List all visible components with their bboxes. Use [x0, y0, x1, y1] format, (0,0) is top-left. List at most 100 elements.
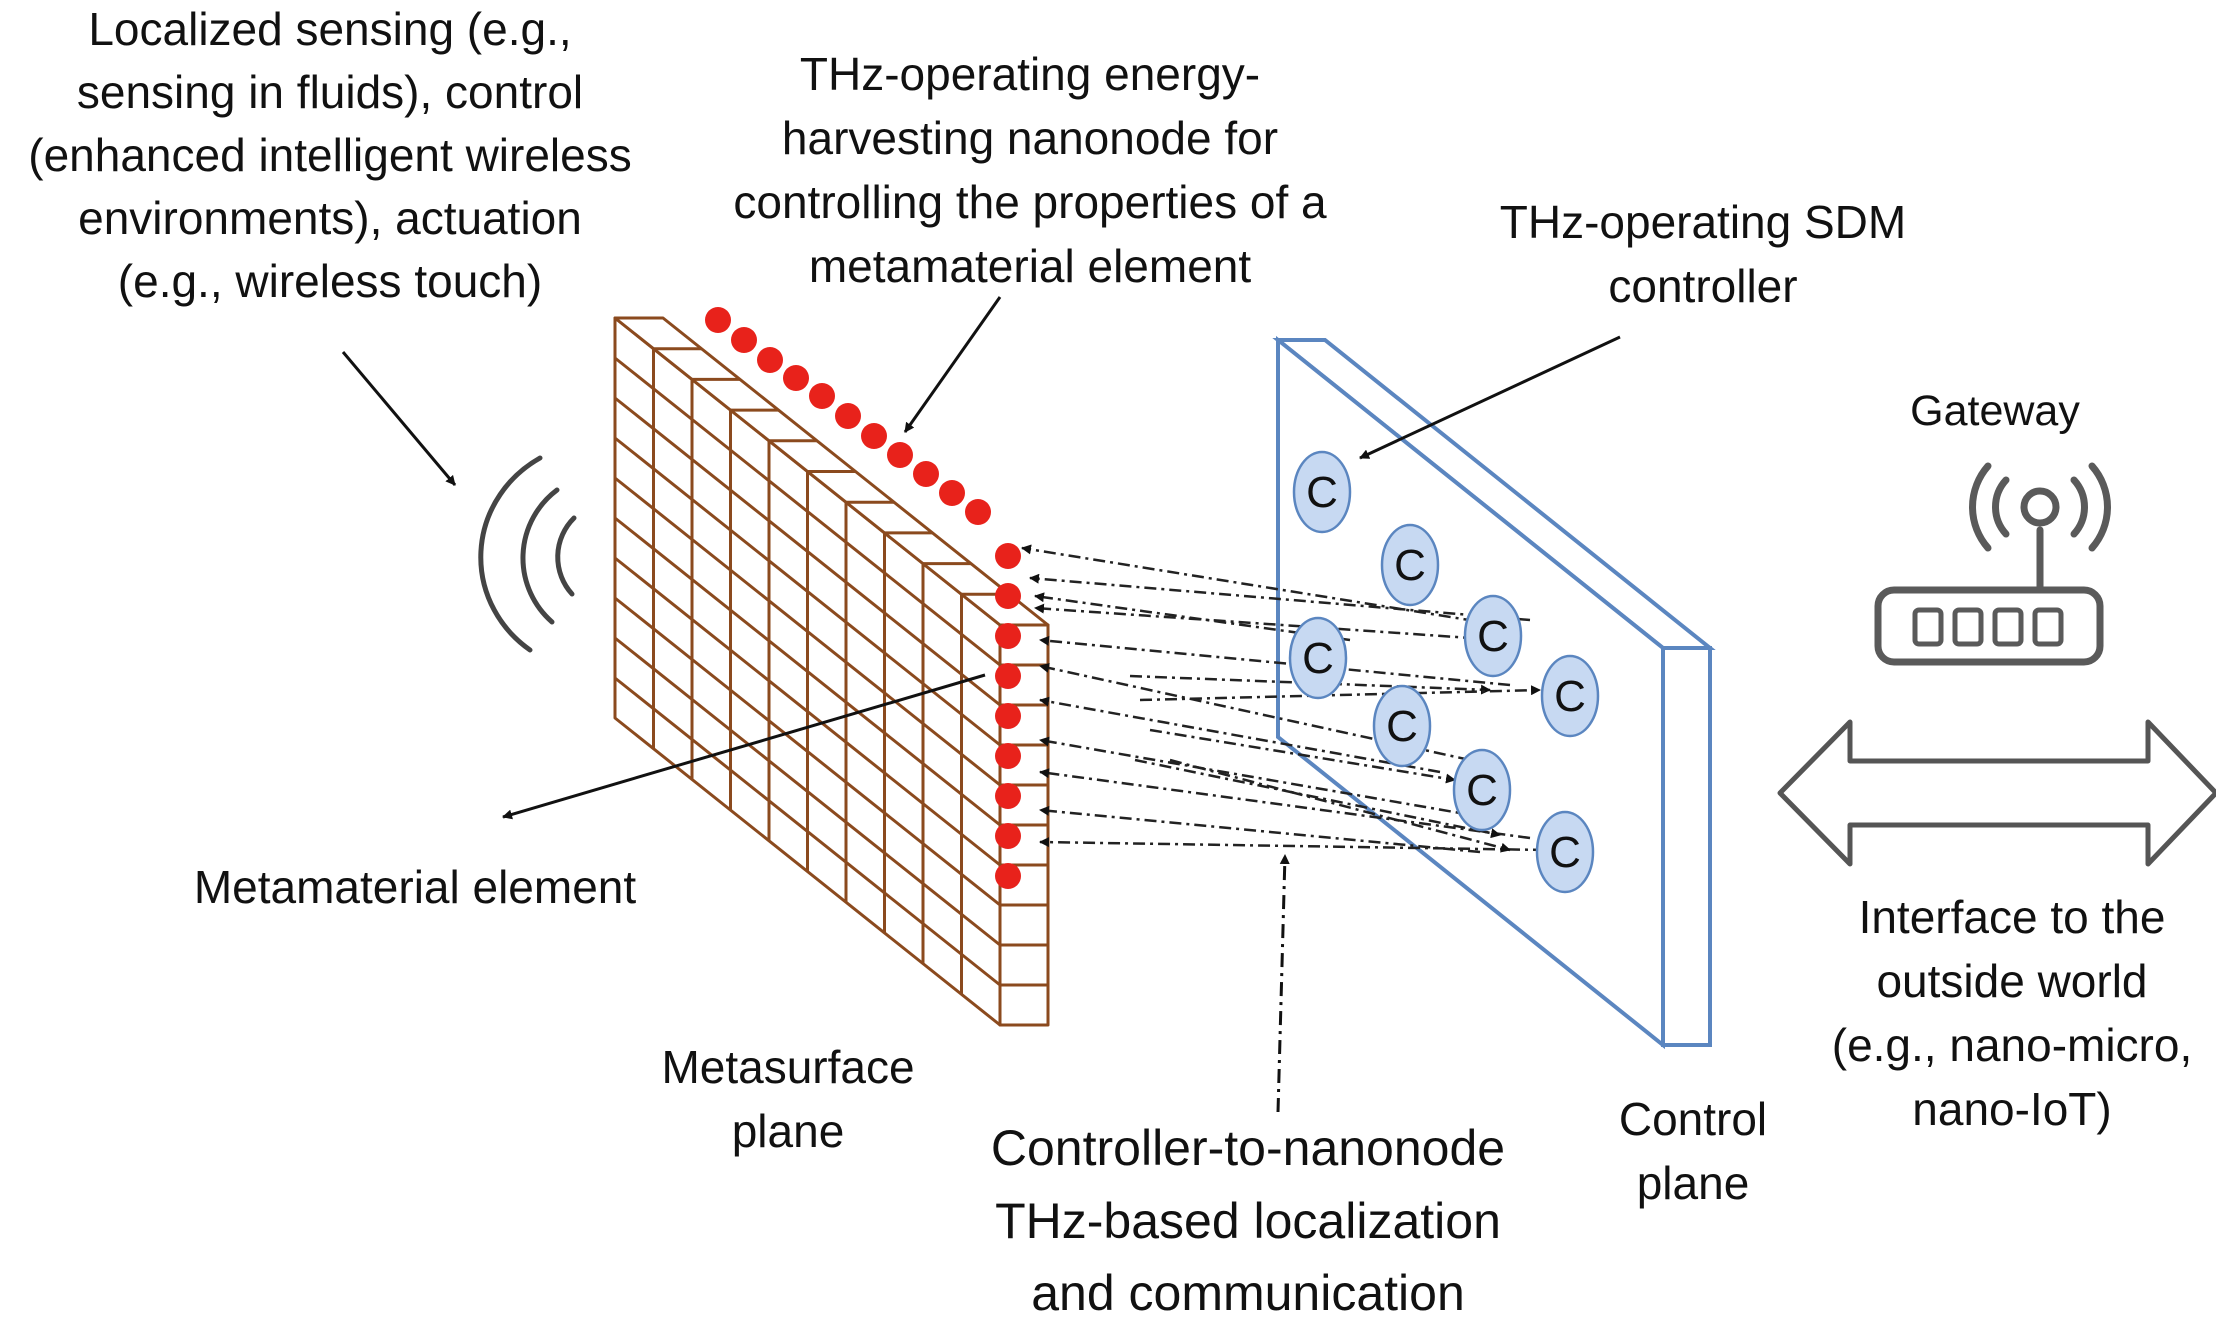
localized-line-5: (e.g., wireless touch) — [118, 255, 542, 307]
controller-circle — [1535, 810, 1595, 894]
nanonode-line-1: THz-operating energy- — [800, 48, 1260, 100]
grid-row-line — [614, 556, 1001, 867]
controller-node: C — [1288, 616, 1348, 700]
controller-node: C — [1540, 654, 1600, 738]
controller-circle — [1292, 450, 1352, 534]
comm-arrow — [1039, 696, 1441, 774]
nanonode-dot — [783, 365, 809, 391]
nanonode-dot — [757, 347, 783, 373]
nanonode-dot — [995, 823, 1021, 849]
comm-arrow — [1169, 758, 1511, 853]
controller-node: C — [1452, 748, 1512, 832]
label-nanonode: THz-operating energy- harvesting nanonod… — [733, 48, 1327, 292]
controller-node: C — [1380, 523, 1440, 607]
label-controller-to-nanonode: Controller-to-nanonode THz-based localiz… — [991, 1120, 1505, 1321]
interface-line-4: nano-IoT) — [1912, 1083, 2111, 1135]
gateway-router-icon — [1874, 462, 2111, 666]
comm-arrow — [1149, 728, 1456, 784]
comm-arrow — [1021, 544, 1501, 627]
sdm-line-2: controller — [1608, 260, 1797, 312]
nanonode-dot — [861, 423, 887, 449]
arrow-to-waves — [341, 351, 457, 486]
label-control-plane: Control plane — [1619, 1093, 1767, 1209]
comm-arrow — [1039, 635, 1511, 687]
metasurface-grid — [613, 316, 1050, 1027]
localized-line-4: environments), actuation — [78, 192, 582, 244]
control-plane-line-1: Control — [1619, 1093, 1767, 1145]
metasurface-line-1: Metasurface — [661, 1041, 914, 1093]
localized-line-1: Localized sensing (e.g., — [88, 3, 571, 55]
comm-arrow — [1039, 736, 1501, 822]
controller-letter: C — [1386, 702, 1418, 751]
grid-row-line — [614, 396, 1001, 707]
metasurface-line-2: plane — [732, 1105, 845, 1157]
comm-arrow — [1039, 768, 1531, 840]
controller-letter: C — [1466, 766, 1498, 815]
localized-line-3: (enhanced intelligent wireless — [28, 129, 631, 181]
controller-node: C — [1372, 684, 1432, 768]
grid-row-line — [614, 676, 1001, 987]
arrow-to-comm-link — [1276, 854, 1290, 1113]
controller-letter: C — [1549, 828, 1581, 877]
comm-arrow — [1039, 805, 1481, 854]
nanonode-dot — [809, 383, 835, 409]
label-metasurface-plane: Metasurface plane — [661, 1041, 914, 1157]
controller-letter: C — [1477, 612, 1509, 661]
label-gateway: Gateway — [1910, 387, 2080, 435]
nanonode-dot — [887, 442, 913, 468]
controller-letter: C — [1394, 541, 1426, 590]
controller-circle — [1288, 616, 1348, 700]
controller-circle — [1372, 684, 1432, 768]
localized-line-2: sensing in fluids), control — [77, 66, 583, 118]
nanonode-dot — [995, 663, 1021, 689]
grid-row-line — [614, 516, 1001, 827]
grid-row-line — [614, 436, 1001, 747]
nanonode-line-4: metamaterial element — [809, 240, 1252, 292]
nanonode-dot — [995, 783, 1021, 809]
c2n-line-2: THz-based localization — [995, 1193, 1501, 1249]
control-plane-panel — [1272, 335, 1716, 1050]
nanonode-dot — [995, 863, 1021, 889]
label-sdm-controller: THz-operating SDM controller — [1500, 196, 1906, 312]
nanonode-dot — [995, 743, 1021, 769]
controller-letter: C — [1554, 672, 1586, 721]
label-interface: Interface to the outside world (e.g., na… — [1832, 891, 2192, 1135]
controller-node: C — [1463, 594, 1523, 678]
nanonode-dot — [835, 403, 861, 429]
interface-line-2: outside world — [1876, 955, 2147, 1007]
nanonode-dot — [995, 543, 1021, 569]
nanonode-dot — [705, 307, 731, 333]
c2n-line-1: Controller-to-nanonode — [991, 1120, 1505, 1176]
c2n-line-3: and communication — [1031, 1265, 1465, 1321]
nanonode-dot — [939, 480, 965, 506]
nanonode-dots — [705, 307, 1021, 889]
grid-row-line — [614, 476, 1001, 787]
nanonode-dot — [995, 623, 1021, 649]
controller-circle — [1463, 594, 1523, 678]
controller-circle — [1540, 654, 1600, 738]
controller-circle — [1380, 523, 1440, 607]
interface-line-1: Interface to the — [1859, 891, 2166, 943]
interface-double-arrow-icon — [1777, 719, 2216, 867]
pointer-arrows — [341, 296, 1621, 1113]
nanonode-line-2: harvesting nanonode for — [782, 112, 1278, 164]
grid-row-line — [614, 596, 1001, 907]
nanonode-dot — [731, 327, 757, 353]
label-localized-sensing: Localized sensing (e.g., sensing in flui… — [28, 3, 631, 307]
nanonode-dot — [913, 461, 939, 487]
label-metamaterial-element: Metamaterial element — [194, 861, 637, 913]
arrow-to-metamaterial-element — [502, 673, 986, 820]
grid-row-line — [614, 636, 1001, 947]
wireless-waves-icon — [478, 455, 577, 653]
nanonode-dot — [995, 703, 1021, 729]
nanonode-dot — [995, 583, 1021, 609]
controller-letter: C — [1302, 634, 1334, 683]
comm-arrow — [1039, 837, 1546, 852]
control-plane-line-2: plane — [1637, 1157, 1750, 1209]
comm-arrow — [1029, 573, 1531, 622]
controller-node: C — [1292, 450, 1352, 534]
controller-letter: C — [1306, 468, 1338, 517]
nanonode-line-3: controlling the properties of a — [733, 176, 1327, 228]
